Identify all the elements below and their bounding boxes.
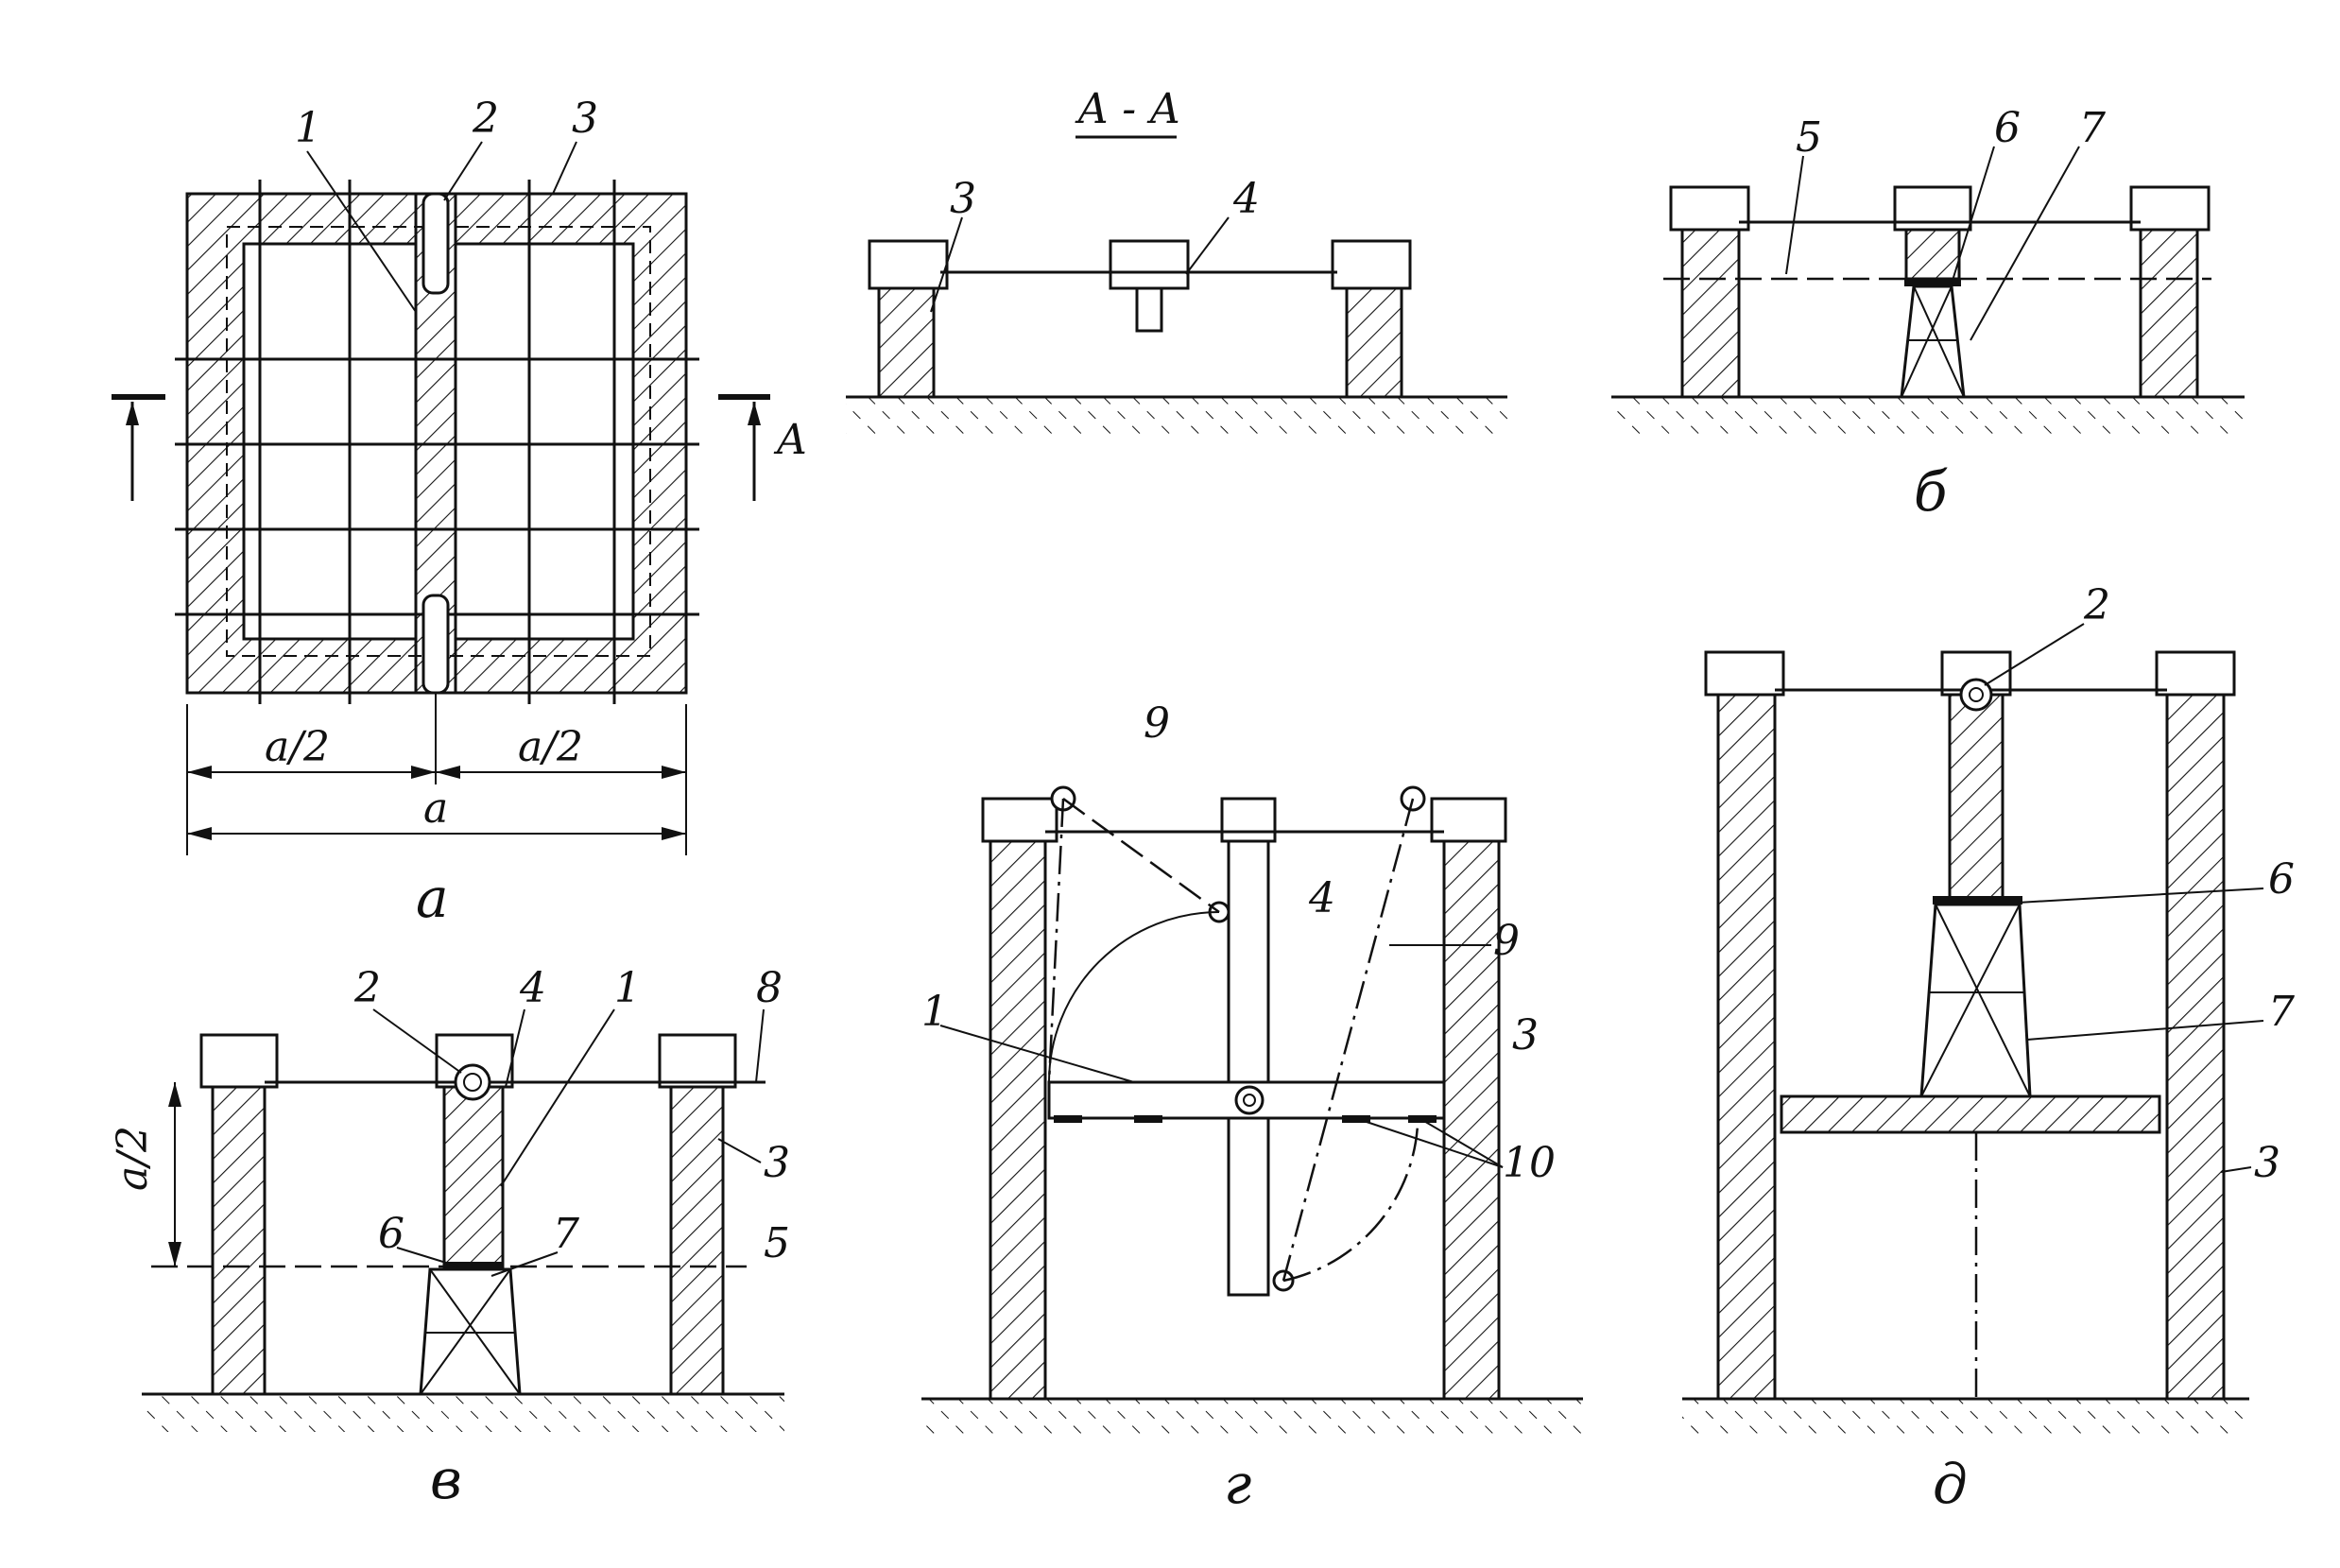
v-label-7: 7 xyxy=(553,1210,579,1258)
caption-d: д xyxy=(1933,1452,1968,1516)
figure-d: 2 6 7 3 д xyxy=(1682,581,2295,1516)
figure-section-aa: А - А 3 4 xyxy=(846,85,1507,435)
section-title: А - А xyxy=(1075,85,1180,133)
section-label-4: 4 xyxy=(1232,175,1260,223)
caption-b: б xyxy=(1914,459,1948,524)
v-label-6: 6 xyxy=(378,1210,404,1258)
d-label-2: 2 xyxy=(2083,581,2110,629)
dim-full: a xyxy=(423,784,448,833)
section-arrow-letter: A xyxy=(773,416,807,464)
platform xyxy=(1780,1094,2161,1134)
v-label-5: 5 xyxy=(764,1219,790,1267)
dim-half-right: a/2 xyxy=(518,723,583,771)
d-label-3: 3 xyxy=(2254,1139,2280,1187)
v-label-2: 2 xyxy=(353,964,381,1012)
figure-a-plan: A a/2 a/2 a 1 2 3 а xyxy=(112,95,807,930)
v-label-8: 8 xyxy=(756,964,783,1012)
dim-vertical: a/2 xyxy=(109,1126,157,1191)
d-label-7: 7 xyxy=(2268,988,2295,1036)
figure-g: 9 4 9 3 1 10 г xyxy=(921,699,1583,1516)
section-label-3: 3 xyxy=(950,175,976,223)
dimension-lines xyxy=(186,693,687,855)
g-label-9a: 9 xyxy=(1144,699,1170,748)
label-3: 3 xyxy=(572,95,598,143)
label-1: 1 xyxy=(295,104,321,152)
figure-v: a/2 2 4 1 8 3 5 6 7 в xyxy=(109,964,790,1511)
section-marker-left xyxy=(112,394,165,501)
b-label-5: 5 xyxy=(1796,113,1822,162)
v-label-3: 3 xyxy=(764,1139,790,1187)
caption-a: а xyxy=(416,866,449,930)
caption-g: г xyxy=(1224,1452,1251,1516)
caption-v: в xyxy=(430,1447,462,1511)
hinge-bottom xyxy=(422,594,450,695)
g-label-3: 3 xyxy=(1512,1011,1539,1060)
g-label-4: 4 xyxy=(1308,874,1335,922)
v-label-4: 4 xyxy=(519,964,546,1012)
g-label-9b: 9 xyxy=(1493,917,1520,965)
d-label-6: 6 xyxy=(2268,855,2295,904)
label-2: 2 xyxy=(472,95,499,143)
dim-half-left: a/2 xyxy=(265,723,330,771)
figure-b: 5 6 7 б xyxy=(1611,104,2245,524)
hinge-top xyxy=(422,192,450,295)
g-label-1: 1 xyxy=(921,988,948,1036)
g-label-10: 10 xyxy=(1503,1139,1556,1187)
v-label-1: 1 xyxy=(614,964,641,1012)
b-label-6: 6 xyxy=(1994,104,2021,152)
b-label-7: 7 xyxy=(2079,104,2106,152)
section-marker-right: A xyxy=(718,394,807,501)
